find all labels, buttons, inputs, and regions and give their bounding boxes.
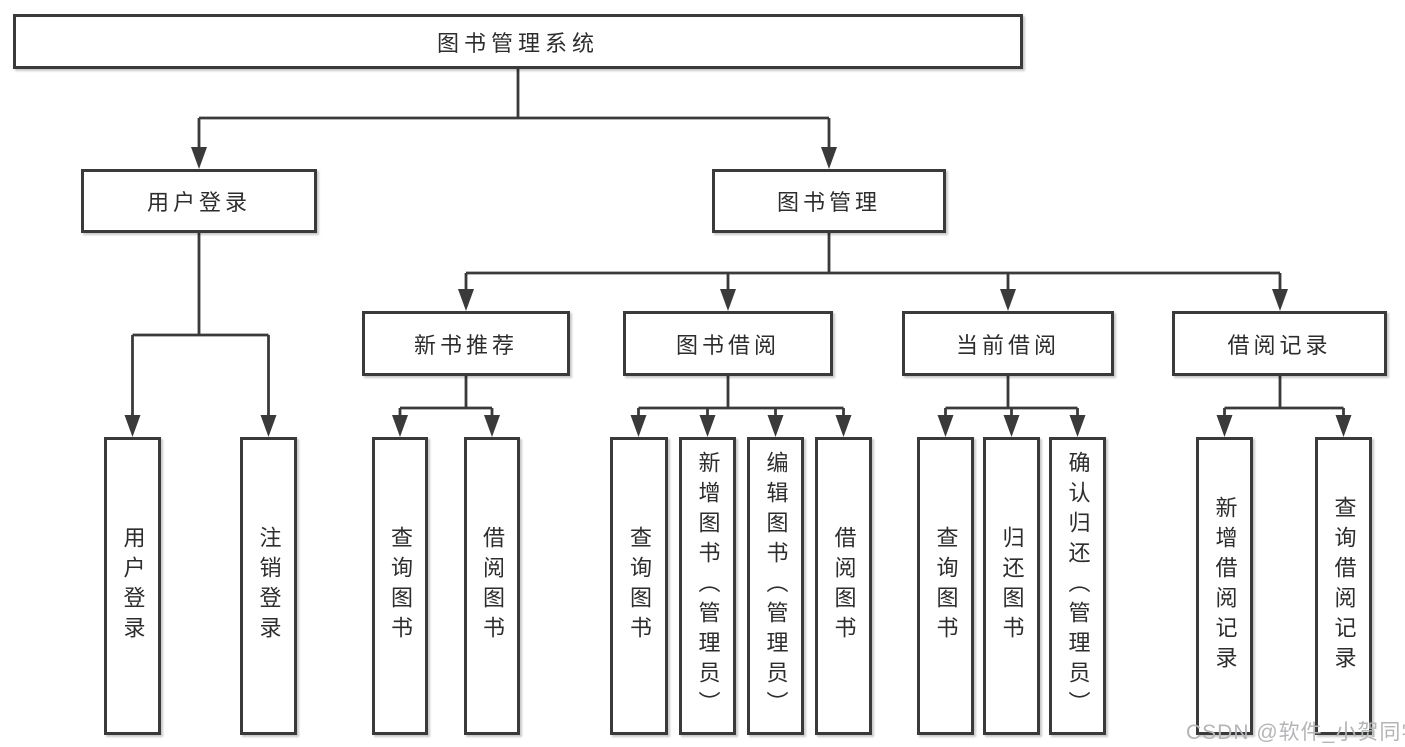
leaf-query-books-current: 查询图书 bbox=[917, 437, 974, 735]
node-new-book-recommend: 新书推荐 bbox=[362, 311, 570, 376]
connector-new-book-recommend-to-leaves bbox=[392, 376, 500, 437]
connector-user-login-to-leaves bbox=[124, 233, 277, 437]
node-book-borrowing: 图书借阅 bbox=[623, 311, 833, 376]
connector-book-borrowing-to-leaves bbox=[630, 376, 852, 437]
connector-borrowing-records-to-leaves bbox=[1216, 376, 1352, 437]
leaf-query-borrow-record: 查询借阅记录 bbox=[1315, 437, 1372, 735]
leaf-query-books-borrowing: 查询图书 bbox=[610, 437, 668, 735]
leaf-query-books-recommend: 查询图书 bbox=[372, 437, 428, 735]
leaf-add-book-admin: 新增图书（管理员） bbox=[679, 437, 736, 735]
leaf-borrow-books-recommend: 借阅图书 bbox=[464, 437, 520, 735]
node-user-login: 用户登录 bbox=[81, 169, 317, 233]
leaf-logout: 注销登录 bbox=[240, 437, 297, 735]
leaf-edit-book-admin: 编辑图书（管理员） bbox=[747, 437, 804, 735]
leaf-borrow-books: 借阅图书 bbox=[815, 437, 872, 735]
connector-book-management-to-level3 bbox=[458, 233, 1288, 311]
leaf-add-borrow-record: 新增借阅记录 bbox=[1196, 437, 1253, 735]
csdn-watermark: CSDN @软件_小贺同学 bbox=[1186, 721, 1405, 744]
node-current-borrowing: 当前借阅 bbox=[902, 311, 1114, 376]
node-borrowing-records: 借阅记录 bbox=[1172, 311, 1387, 376]
node-library-management-system: 图书管理系统 bbox=[13, 14, 1023, 69]
connector-root-to-level2 bbox=[191, 69, 837, 169]
leaf-user-login: 用户登录 bbox=[104, 437, 161, 735]
node-book-management: 图书管理 bbox=[712, 169, 946, 233]
leaf-return-book: 归还图书 bbox=[983, 437, 1040, 735]
leaf-confirm-return-admin: 确认归还（管理员） bbox=[1049, 437, 1106, 735]
connector-current-borrowing-to-leaves bbox=[937, 376, 1086, 437]
